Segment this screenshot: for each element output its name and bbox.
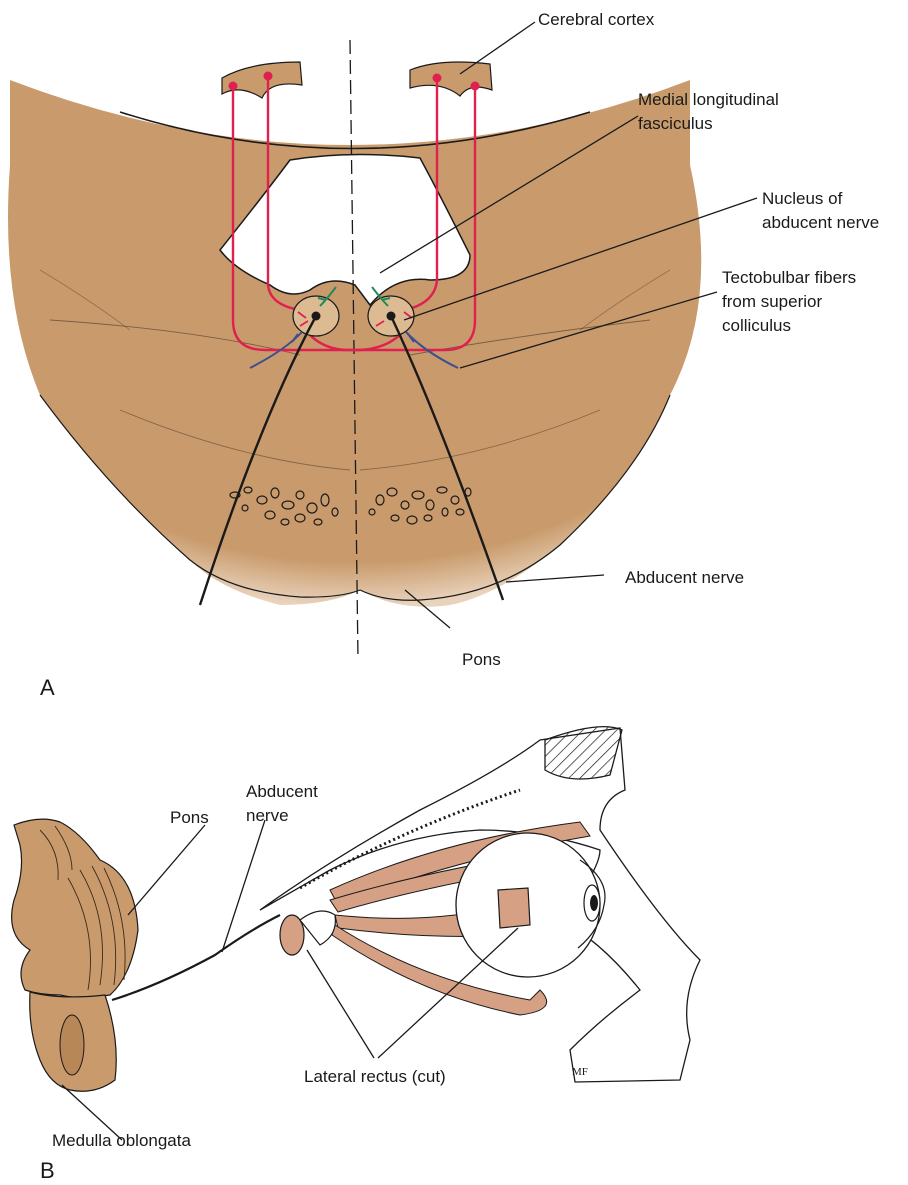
frontal-sinus: [545, 727, 622, 779]
label-cerebral-cortex: Cerebral cortex: [538, 10, 655, 29]
panel-letter-b: B: [40, 1158, 55, 1183]
cerebral-cortex-fragment-right: [410, 62, 492, 96]
label-abducent-b-line2: nerve: [246, 806, 289, 825]
leader-abducent-b: [222, 820, 265, 952]
annular-tendon: [300, 911, 335, 945]
leader-pons-b: [128, 825, 205, 915]
label-abducent-nerve: Abducent nerve: [625, 568, 744, 587]
lateral-rectus-insertion: [498, 888, 530, 928]
label-nucleus-line1: Nucleus of: [762, 189, 843, 208]
label-pons-b: Pons: [170, 808, 209, 827]
pupil: [590, 895, 598, 911]
leader-lateral-rectus-1: [307, 950, 374, 1058]
label-tectobulbar-line1: Tectobulbar fibers: [722, 268, 856, 287]
label-tectobulbar-line3: colliculus: [722, 316, 791, 335]
label-nucleus-line2: abducent nerve: [762, 213, 879, 232]
panel-b: Pons Abducent nerve Lateral rectus (cut)…: [12, 727, 700, 1183]
artist-signature: MF: [572, 1066, 588, 1078]
panel-a: Cerebral cortex Medial longitudinal fasc…: [8, 10, 879, 700]
label-tectobulbar-line2: from superior: [722, 292, 822, 311]
label-lateral-rectus: Lateral rectus (cut): [304, 1067, 446, 1086]
label-pons-a: Pons: [462, 650, 501, 669]
label-mlf-line2: fasciculus: [638, 114, 713, 133]
leader-abducent-nerve: [506, 575, 604, 582]
label-mlf-line1: Medial longitudinal: [638, 90, 779, 109]
leader-cerebral-cortex: [460, 22, 535, 74]
label-abducent-b-line1: Abducent: [246, 782, 318, 801]
olive: [60, 1015, 84, 1075]
label-medulla: Medulla oblongata: [52, 1131, 191, 1150]
panel-letter-a: A: [40, 675, 55, 700]
